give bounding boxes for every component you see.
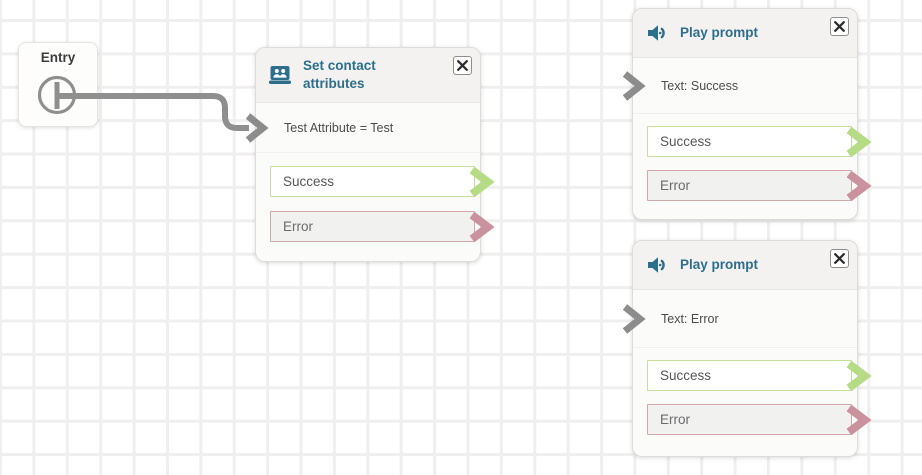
input-connector-icon[interactable]: [622, 70, 646, 102]
parameter-text: Test Attribute = Test: [284, 120, 394, 135]
block-header[interactable]: Play prompt: [633, 9, 857, 58]
block-title: Play prompt: [680, 25, 759, 41]
block-play-prompt-success[interactable]: Play prompt Text: Success Success: [622, 8, 872, 220]
output-error[interactable]: Error: [270, 211, 495, 242]
contacts-icon: [269, 65, 291, 85]
parameter-row: Text: Success: [622, 58, 857, 114]
close-button[interactable]: [830, 249, 849, 268]
output-label: Error: [283, 219, 313, 234]
parameter-text: Text: Error: [661, 311, 719, 326]
block-body: Test Attribute = Test Success Error: [245, 103, 495, 261]
output-label: Error: [660, 412, 690, 427]
block-title: Play prompt: [680, 257, 759, 273]
error-connector-icon[interactable]: [845, 169, 872, 203]
output-label: Success: [660, 134, 712, 149]
input-connector-icon[interactable]: [622, 303, 646, 335]
error-connector-icon[interactable]: [845, 403, 872, 437]
block-body: Text: Success Success Error: [622, 58, 872, 219]
outputs: Success Error: [633, 348, 872, 456]
output-label: Success: [283, 174, 335, 189]
speaker-icon: [646, 254, 668, 276]
entry-label: Entry: [40, 50, 76, 65]
output-success[interactable]: Success: [647, 126, 872, 157]
output-success[interactable]: Success: [270, 166, 495, 197]
outputs: Success Error: [633, 114, 872, 219]
parameter-text: Text: Success: [661, 78, 739, 93]
success-connector-icon[interactable]: [468, 165, 495, 199]
close-icon: [834, 21, 845, 32]
entry-block[interactable]: Entry: [18, 42, 98, 127]
output-error[interactable]: Error: [647, 170, 872, 201]
close-icon: [457, 60, 468, 71]
block-play-prompt-error[interactable]: Play prompt Text: Error Success: [622, 240, 872, 457]
output-label: Success: [660, 368, 712, 383]
success-connector-icon[interactable]: [845, 359, 872, 393]
block-body: Text: Error Success Error: [622, 290, 872, 456]
block-header[interactable]: Set contact attributes: [256, 48, 480, 103]
block-set-contact-attributes[interactable]: Set contact attributes Test Attribute = …: [245, 47, 495, 262]
parameter-row: Test Attribute = Test: [245, 103, 480, 153]
parameter-row: Text: Error: [622, 290, 857, 348]
output-success[interactable]: Success: [647, 360, 872, 391]
output-error[interactable]: Error: [647, 404, 872, 435]
success-connector-icon[interactable]: [845, 125, 872, 159]
close-icon: [834, 253, 845, 264]
close-button[interactable]: [830, 17, 849, 36]
outputs: Success Error: [256, 153, 495, 261]
output-label: Error: [660, 178, 690, 193]
error-connector-icon[interactable]: [468, 210, 495, 244]
block-header[interactable]: Play prompt: [633, 241, 857, 290]
block-title: Set contact attributes: [303, 58, 376, 91]
speaker-icon: [646, 22, 668, 44]
close-button[interactable]: [453, 56, 472, 75]
input-connector-icon[interactable]: [245, 112, 269, 144]
